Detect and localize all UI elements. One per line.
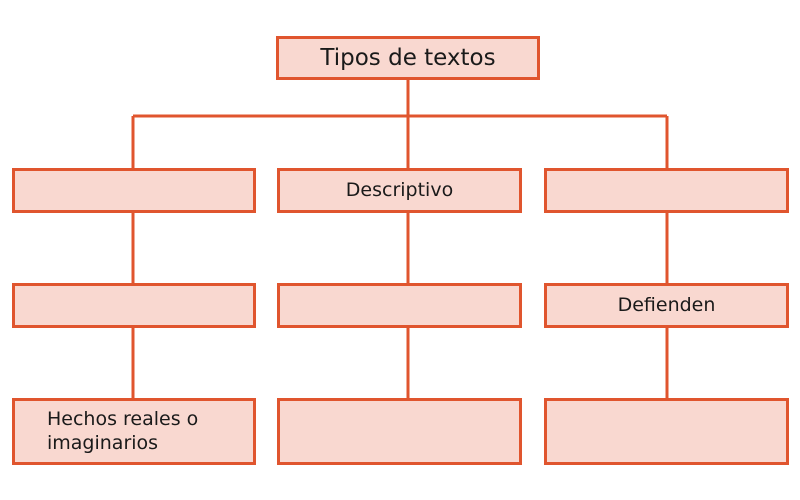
col1-node-3-label: Hechos reales o imaginarios xyxy=(47,407,199,454)
root-node-tipos-de-textos: Tipos de textos xyxy=(276,36,540,80)
col2-node-1: Descriptivo xyxy=(277,168,522,213)
col2-node-3 xyxy=(277,398,522,465)
col2-node-1-label: Descriptivo xyxy=(345,178,454,201)
root-node-label: Tipos de textos xyxy=(320,44,496,71)
col3-node-3 xyxy=(544,398,789,465)
col3-node-2: Defienden xyxy=(544,283,789,328)
col1-node-3: Hechos reales o imaginarios xyxy=(12,398,256,465)
col2-node-2 xyxy=(277,283,522,328)
col3-node-2-label: Defienden xyxy=(617,293,716,316)
col1-node-2 xyxy=(12,283,256,328)
col1-node-1 xyxy=(12,168,256,213)
col3-node-1 xyxy=(544,168,789,213)
